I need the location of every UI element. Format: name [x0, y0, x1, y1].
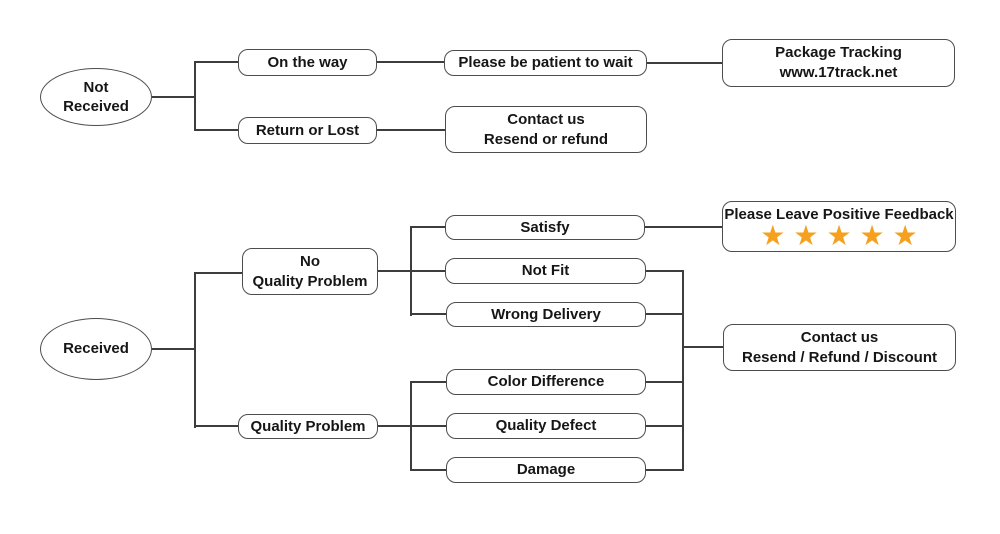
node-label: Not: [83, 78, 109, 96]
connector-line: [152, 96, 196, 98]
node-label: Wrong Delivery: [491, 305, 601, 323]
node-label: Please be patient to wait: [458, 54, 633, 72]
node-on-the-way: On the way: [238, 49, 377, 76]
node-quality-problem: Quality Problem: [238, 414, 378, 439]
node-package-tracking: Package Tracking www.17track.net: [722, 39, 955, 87]
node-quality-defect: Quality Defect: [446, 413, 646, 439]
connector-line: [196, 129, 238, 131]
connector-line: [152, 348, 196, 350]
node-label: No: [300, 252, 320, 270]
connector-line: [645, 226, 722, 228]
node-label: Resend or refund: [483, 130, 609, 148]
node-return-or-lost: Return or Lost: [238, 117, 377, 144]
node-label: Received: [63, 340, 129, 358]
node-label: Quality Problem: [252, 272, 368, 290]
node-label: Return or Lost: [255, 121, 360, 139]
node-label: Damage: [516, 461, 576, 479]
node-label: On the way: [267, 53, 348, 71]
connector-line: [412, 226, 445, 228]
connector-line: [684, 346, 723, 348]
connector-line: [196, 61, 238, 63]
node-label: Package Tracking: [775, 44, 902, 62]
connector-line: [646, 469, 682, 471]
connector-line: [378, 425, 446, 427]
node-no-quality-problem: No Quality Problem: [242, 248, 378, 295]
node-not-received: Not Received: [40, 68, 152, 126]
connector-line: [646, 381, 682, 383]
node-label: Not Fit: [521, 262, 570, 280]
connector-line: [646, 270, 682, 272]
node-label: Resend / Refund / Discount: [741, 348, 937, 366]
connector-line: [682, 270, 684, 471]
node-damage: Damage: [446, 457, 646, 483]
node-label: Quality Defect: [495, 417, 597, 435]
node-label: Color Difference: [487, 373, 605, 391]
node-satisfy: Satisfy: [445, 215, 645, 240]
node-label: Contact us: [507, 110, 585, 128]
connector-line: [412, 469, 446, 471]
node-label: Please Leave Positive Feedback: [724, 206, 954, 223]
node-received: Received: [40, 318, 152, 380]
node-label: Received: [63, 98, 129, 115]
connector-line: [377, 61, 444, 63]
tracking-url: www.17track.net: [779, 64, 898, 81]
node-contact-us-resend-refund-discount: Contact us Resend / Refund / Discount: [723, 324, 956, 371]
connector-line: [646, 313, 682, 315]
connector-line: [196, 425, 238, 427]
connector-line: [196, 272, 242, 274]
node-label: Contact us: [800, 328, 879, 346]
node-label: Satisfy: [520, 218, 570, 236]
connector-line: [194, 61, 196, 131]
connector-line: [377, 129, 445, 131]
connector-line: [410, 226, 412, 316]
node-positive-feedback: Please Leave Positive Feedback ★★★★★: [722, 201, 956, 252]
node-contact-us-resend-refund: Contact us Resend or refund: [445, 106, 647, 153]
connector-line: [194, 272, 196, 428]
connector-line: [646, 425, 682, 427]
five-star-rating-icon: ★★★★★: [760, 218, 926, 252]
node-wrong-delivery: Wrong Delivery: [446, 302, 646, 327]
node-color-difference: Color Difference: [446, 369, 646, 395]
connector-line: [412, 381, 446, 383]
connector-line: [410, 381, 412, 471]
node-please-be-patient: Please be patient to wait: [444, 50, 647, 76]
connector-line: [647, 62, 722, 64]
node-label: Quality Problem: [250, 417, 366, 435]
connector-line: [412, 313, 446, 315]
node-not-fit: Not Fit: [445, 258, 646, 284]
